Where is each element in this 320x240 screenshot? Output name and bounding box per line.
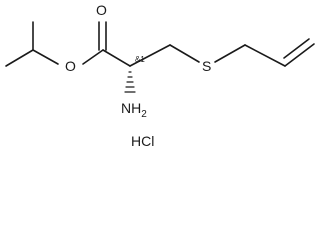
- bond-vinyl-double-1: [284, 43, 315, 67]
- chemical-structure: O O S NH2 &1 HCl: [5, 2, 315, 149]
- atom-ester-oxygen: O: [65, 58, 76, 74]
- atom-amine-symbol: NH: [121, 100, 141, 116]
- bond-ester-oxygen-to-carbonyl: [82, 49, 104, 65]
- bond-methylene-to-sulfur: [169, 44, 200, 63]
- atom-carbonyl-oxygen: O: [96, 2, 107, 18]
- atom-amine-subscript: 2: [141, 109, 147, 120]
- bond-methyl-left: [5, 49, 34, 67]
- salt-label: HCl: [131, 133, 154, 149]
- atom-sulfur: S: [202, 58, 211, 74]
- bond-sulfur-to-allyl: [214, 44, 246, 63]
- atom-amine: NH2: [121, 100, 147, 120]
- bond-carbonyl-to-alpha: [102, 49, 131, 67]
- bond-alpha-to-methylene: [129, 44, 171, 67]
- bond-ch-to-ester-oxygen: [32, 49, 59, 65]
- hashed-wedge-bond: [124, 71, 136, 93]
- stereo-annotation: &1: [135, 55, 145, 64]
- bonds: [5, 21, 315, 67]
- bond-allyl-ch2-to-ch: [244, 44, 286, 67]
- bond-vinyl-double-2: [283, 38, 310, 59]
